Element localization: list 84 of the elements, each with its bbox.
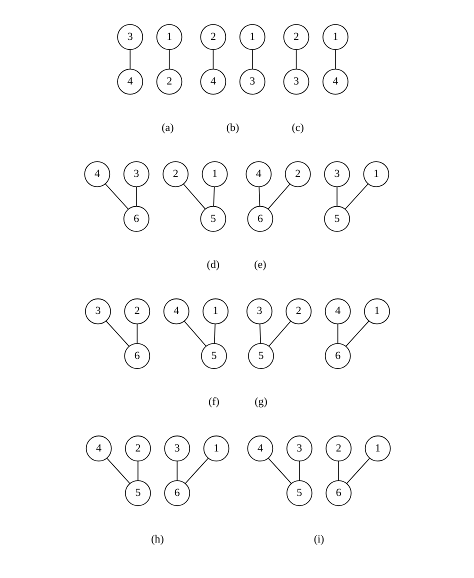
label: (b) [226,122,239,134]
connector [345,320,369,347]
node-circle: 2 [124,436,150,462]
node-circle: 6 [122,206,149,232]
node-circle: 5 [248,343,274,369]
connector [336,186,337,207]
connector [268,320,291,346]
node-circle: 1 [364,298,390,324]
connector [182,184,206,210]
node-circle: 3 [324,161,350,188]
connector [184,458,208,484]
node-circle: 1 [156,24,182,50]
node-circle: 6 [246,206,273,232]
node-circle: 2 [124,298,150,324]
node-circle: 4 [200,68,226,95]
node-circle: 4 [162,298,189,324]
node-circle: 3 [164,436,190,462]
node-circle: 4 [85,436,112,462]
node-circle: 2 [285,298,312,324]
node-circle: 5 [286,480,312,506]
node-circle: 2 [282,24,309,50]
node-circle: 3 [282,68,309,95]
connector [105,320,129,347]
node-circle: 1 [201,161,228,188]
node-circle: 4 [116,68,143,95]
connector [183,320,206,346]
node-circle: 4 [322,68,348,95]
node-circle: 5 [200,206,226,232]
connector [334,49,336,70]
node-circle: 5 [324,206,350,232]
node-circle: 2 [325,436,352,462]
connector [136,324,138,344]
connector [258,186,260,207]
connector [106,458,130,484]
label: (e) [254,258,266,271]
label: (h) [150,533,164,546]
node-circle: 5 [200,343,226,369]
node-circle: 3 [116,24,143,50]
connector [104,184,128,210]
connector [267,184,290,210]
node-circle: 5 [124,480,150,506]
connector [176,460,178,481]
connector [336,324,338,344]
node-circle: 1 [202,436,229,462]
connector [267,458,292,484]
node-circle: 6 [164,480,190,506]
connector [258,324,260,344]
connector [168,49,170,70]
node-circle: 2 [284,161,310,188]
node-circle: 1 [364,436,390,462]
connector [129,49,130,70]
node-circle: 4 [324,298,350,324]
node-circle: 3 [286,436,312,462]
node-circle: 3 [238,68,265,95]
node-circle: 3 [84,298,110,324]
label: (a) [161,122,174,134]
node-circle: 6 [124,343,150,369]
connector [346,458,370,484]
node-circle: 1 [202,298,228,324]
connector [137,460,138,481]
node-circle: 2 [200,24,226,50]
label: (g) [254,396,267,408]
node-circle: 6 [324,343,350,369]
connector [212,186,214,207]
connector [295,49,296,70]
connector [212,49,214,70]
node-circle: 3 [246,298,272,324]
node-circle: 2 [162,161,188,188]
label: (c) [291,122,304,134]
node-circle: 2 [156,68,182,95]
label: (i) [313,533,324,546]
node-circle: 4 [84,161,110,188]
node-circle: 1 [322,24,348,50]
node-circle: 1 [238,24,265,50]
label: (d) [206,258,220,271]
connector [214,324,216,344]
node-circle: 6 [325,480,352,506]
node-circle: 1 [362,161,389,188]
node-circle: 4 [246,436,273,462]
node-circle: 3 [122,161,149,188]
connector [298,460,300,481]
node-circle: 4 [245,161,272,188]
connector [344,184,368,210]
label: (f) [208,396,219,408]
